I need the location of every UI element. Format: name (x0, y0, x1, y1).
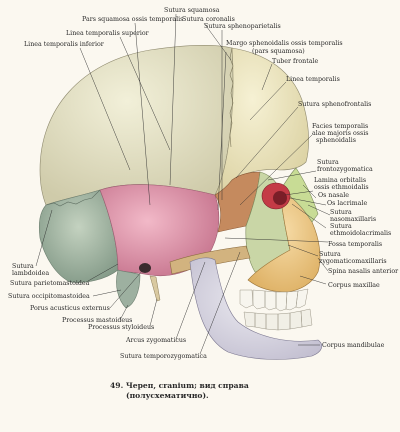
leader-processus-mast (119, 304, 129, 321)
leader-sutura-nasomax (307, 204, 331, 216)
label-lamina-orb-1: Lamina orbitalis (314, 177, 366, 184)
label-sutura-frontozyg-1: Sutura (317, 159, 339, 166)
label-sutura-sphenofrontalis: Sutura sphenofrontalis (298, 101, 371, 108)
leader-porus-acust (109, 269, 144, 309)
label-arcus-zygomaticus: Arcus zygomaticus (125, 337, 186, 344)
label-sutura-zygomax-1: Sutura (319, 251, 341, 258)
coronal-suture (229, 47, 234, 148)
leader-lines (35, 13, 331, 355)
label-linea-temp-sup: Linea temporalis superior (66, 30, 150, 37)
occipital-bone (38, 189, 119, 283)
label-sutura-lambdoidea-1: Sutura (12, 263, 34, 270)
leader-sutura-temporozyg (199, 251, 241, 355)
mastoid-process (116, 269, 141, 309)
leader-sutura-coronalis (203, 22, 232, 61)
label-sutura-ethmoido-1: Sutura (330, 223, 352, 230)
leader-linea-temp-inf (79, 47, 131, 171)
frontal-bone (214, 47, 309, 196)
upper-teeth (239, 288, 309, 312)
leader-sutura-squamosa (169, 13, 177, 186)
label-sutura-frontozyg-2: frontozygomatica (317, 166, 373, 173)
lower-teeth (243, 308, 313, 331)
label-sutura-temporozyg: Sutura temporozygomatica (120, 353, 207, 360)
label-spina-nasalis: Spina nasalis anterior (328, 268, 399, 275)
figure-caption: 49. Череп, cranium; вид справа (полусхем… (110, 381, 390, 401)
parietal-bone (39, 44, 234, 206)
label-margo-spheno: Margo sphenoidalis ossis temporalis (226, 40, 343, 47)
leader-arcus-zyg (175, 261, 206, 340)
skull-bones (38, 44, 323, 360)
label-pars-squamosa: Pars squamosa ossis temporalis (82, 16, 183, 23)
leader-sutura-ethmoido (291, 203, 327, 229)
leader-sutura-occipitomast (92, 289, 122, 297)
leader-os-lacrimale (289, 197, 327, 206)
leader-tuber-frontale (261, 63, 273, 91)
leader-sutura-parietomast (87, 263, 119, 282)
leader-lamina-orb (284, 190, 314, 196)
caption-line-1: 49. Череп, cranium; вид справа (110, 381, 249, 390)
label-sutura-zygomax-2: zygomaticomaxillaris (319, 258, 387, 265)
label-corpus-mandibulae: Corpus mandibulae (322, 342, 385, 349)
leader-linea-temp-sup (119, 36, 171, 151)
label-tuber-frontale: Tuber frontale (272, 58, 319, 65)
leader-corpus-maxillae (299, 275, 327, 285)
leader-processus-styl (149, 298, 158, 327)
label-sutura-nasomax-1: Sutura (330, 209, 352, 216)
label-sutura-ethmoido-2: ethmoidolacrimalis (330, 230, 391, 237)
leader-sutura-zygomax (287, 244, 319, 257)
anatomy-labels: Sutura squamosa Pars squamosa ossis temp… (8, 7, 399, 360)
nasal-bone (279, 167, 319, 223)
leader-linea-temporalis (249, 81, 287, 121)
label-fossa-temporalis: Fossa temporalis (328, 241, 382, 248)
label-corpus-maxillae: Corpus maxillae (328, 282, 380, 289)
caption-line-2: (полусхематично). (126, 391, 209, 400)
label-os-nasale: Os nasale (318, 192, 349, 199)
label-os-lacrimale: Os lacrimale (327, 200, 367, 207)
temporal-bone (99, 184, 220, 277)
label-sutura-coronalis: Sutura coronalis (182, 16, 235, 23)
label-pars-squamosa-paren: (pars squamosa) (252, 48, 305, 55)
leader-pars-squamosa (134, 22, 151, 206)
label-sutura-occipitomast: Sutura occipitomastoidea (8, 293, 90, 300)
leader-sutura-sphenofront (235, 106, 299, 179)
label-sutura-squamosa: Sutura squamosa (164, 7, 220, 14)
label-facies-temp-3: sphenoidalis (316, 137, 356, 144)
leader-fossa-temp (224, 237, 329, 243)
label-sutura-lambdoidea-2: lambdoidea (12, 270, 49, 277)
leader-margo-spheno (217, 51, 227, 211)
label-facies-temp-2: alae majoris ossis (312, 130, 368, 137)
label-lamina-orb-2: ossis ethmoidalis (314, 184, 369, 191)
leader-os-nasale (302, 184, 317, 199)
label-sutura-nasomax-2: nasomaxillaris (330, 216, 376, 223)
label-processus-styloideus: Processus styloideus (88, 324, 154, 331)
label-porus-acusticus: Porus acusticus externus (30, 305, 110, 312)
ear-canal (139, 263, 151, 273)
label-processus-mastoideus: Processus mastoideus (62, 317, 132, 324)
mandible-bone (189, 257, 323, 360)
leader-facies-temp (239, 134, 313, 206)
label-linea-temp-inf: Linea temporalis inferior (24, 41, 105, 48)
leader-sutura-frontozyg (267, 170, 317, 181)
leader-spina-nasalis (317, 257, 329, 272)
styloid-process (149, 275, 161, 302)
lambdoid-suture (45, 189, 101, 207)
label-sutura-sphenoparietalis: Sutura sphenoparietalis (204, 23, 281, 30)
label-sutura-parietomast: Sutura parietomastoidea (10, 280, 90, 287)
label-facies-temp-1: Facies temporalis (312, 123, 368, 130)
label-linea-temporalis: Linea temporalis (286, 76, 340, 83)
leader-sutura-lambdoidea (35, 209, 53, 267)
orbit-inner (273, 191, 287, 205)
